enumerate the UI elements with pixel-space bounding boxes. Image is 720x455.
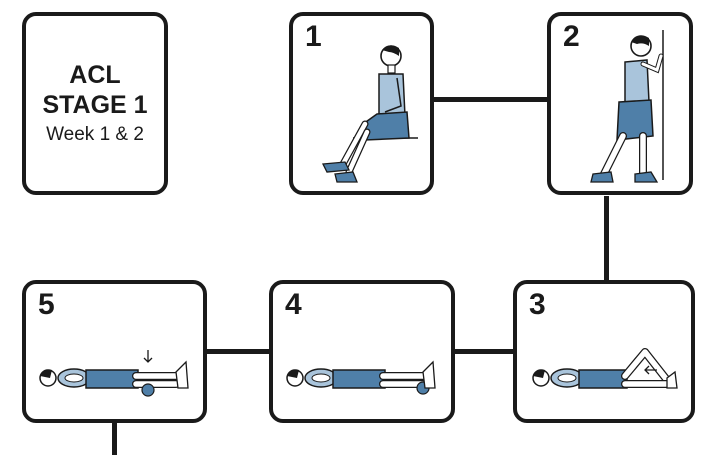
step-number-3: 3	[529, 288, 546, 321]
ankle-pump-figure	[39, 350, 189, 397]
quad-set-figure	[286, 360, 436, 395]
connector-1-2	[432, 97, 550, 102]
seated-exercise-figure	[321, 45, 418, 183]
title-stage: STAGE 1	[42, 90, 148, 119]
connector-4-5	[205, 349, 271, 354]
step-number-4: 4	[285, 288, 302, 321]
step-card-2: 2	[547, 12, 693, 195]
step-card-1: 1	[289, 12, 434, 195]
calf-stretch-figure	[590, 30, 664, 183]
connector-2-3	[604, 196, 609, 280]
step-card-4: 4	[269, 280, 455, 423]
connector-3-4	[453, 349, 515, 354]
title-acl: ACL	[69, 60, 121, 89]
step-card-5: 5	[22, 280, 207, 423]
title-weeks: Week 1 & 2	[46, 123, 144, 145]
stage-title-card: ACL STAGE 1 Week 1 & 2	[22, 12, 168, 195]
connector-5-down	[112, 420, 117, 455]
step-number-5: 5	[38, 288, 55, 321]
step-number-2: 2	[563, 20, 580, 53]
heel-slide-figure	[532, 348, 678, 389]
step-number-1: 1	[305, 20, 322, 53]
step-card-3: 3	[513, 280, 695, 423]
